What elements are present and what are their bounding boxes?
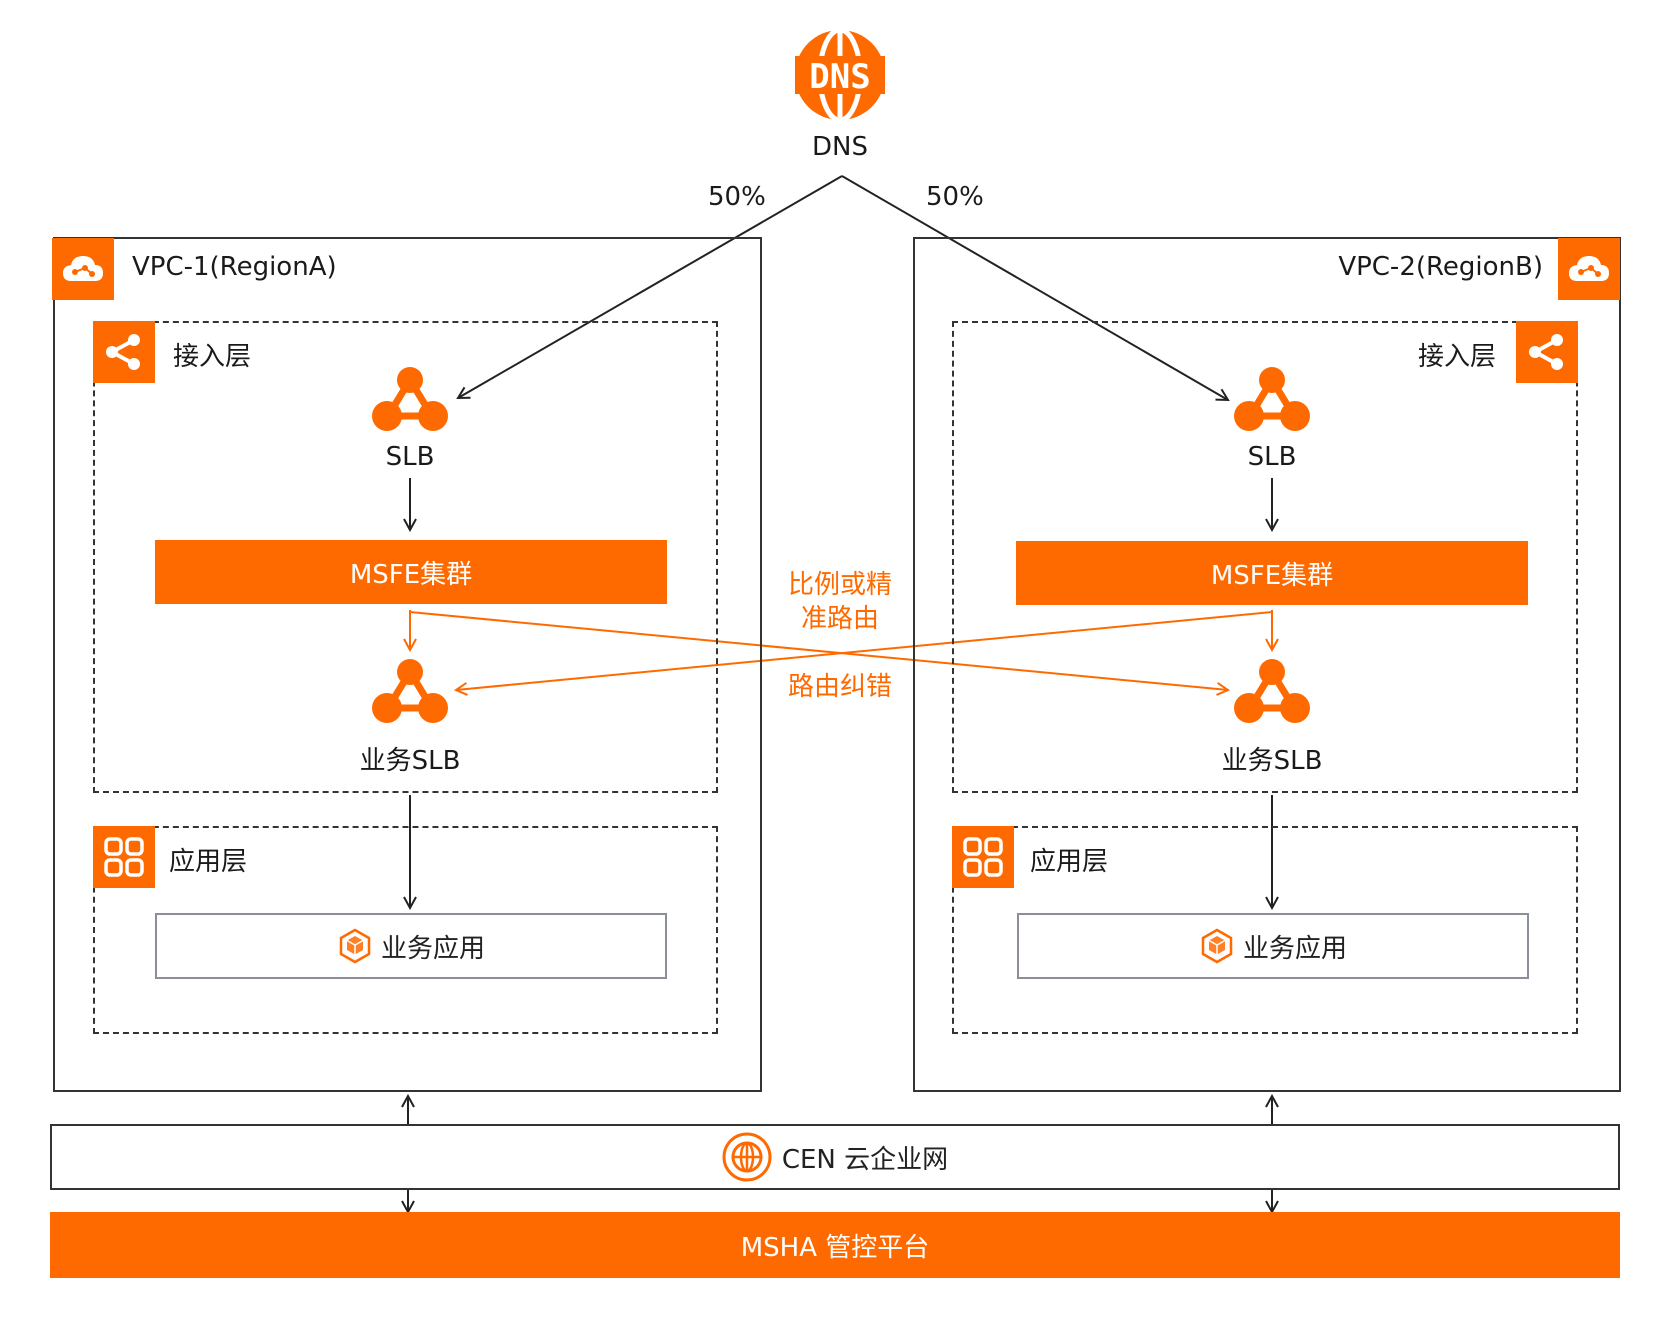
share-icon [1516,321,1578,383]
vpc-left-slb-label: SLB [385,442,435,472]
dns-split-left: 50% [708,182,766,212]
slb-icon [370,366,450,432]
vpc-right-biz-app: 业务应用 [1017,913,1529,979]
dns-split-right: 50% [926,182,984,212]
vpc-right-app-layer-label: 应用层 [1030,847,1109,877]
vpc-right-access-layer-label: 接入层 [1417,342,1496,372]
vpc-right-biz-app-label: 业务应用 [1242,933,1347,964]
share-icon [93,321,155,383]
vpc-right-title: VPC-2(RegionB) [1338,252,1543,282]
vpc-left-app-layer-label: 应用层 [169,847,248,877]
cloud-icon [52,238,114,300]
cube-icon [337,928,373,964]
vpc-left-biz-slb-label: 业务SLB [359,746,461,776]
vpc-left-biz-app-label: 业务应用 [380,933,485,964]
vpc-right-container [913,237,1621,1092]
route-ratio-line2: 准路由 [800,604,879,634]
vpc-left-msfe-cluster: MSFE集群 [155,540,667,604]
grid-icon [952,826,1014,888]
vpc-left-title: VPC-1(RegionA) [132,252,337,282]
cen-enterprise-network: CEN 云企业网 [50,1124,1620,1190]
vpc-left-access-layer-label: 接入层 [173,342,252,372]
msha-control-platform: MSHA 管控平台 [50,1212,1620,1278]
cube-icon [1199,928,1235,964]
route-correction-label: 路由纠错 [787,672,892,702]
vpc-left-biz-app: 业务应用 [155,913,667,979]
biz-slb-icon [1232,658,1312,724]
vpc-left-app-layer [93,826,718,1034]
slb-icon [1232,366,1312,432]
vpc-right-slb-label: SLB [1247,442,1297,472]
dns-globe-icon: DNS [793,27,887,123]
vpc-left-container [53,237,762,1092]
route-ratio-line1: 比例或精 [787,570,892,600]
vpc-right-biz-slb-label: 业务SLB [1221,746,1323,776]
globe-icon [722,1132,772,1182]
cloud-icon [1558,238,1620,300]
vpc-left-access-layer [93,321,718,793]
vpc-right-msfe-cluster: MSFE集群 [1016,541,1528,605]
svg-text:DNS: DNS [809,57,870,97]
dns-label: DNS [812,132,868,162]
biz-slb-icon [370,658,450,724]
vpc-right-app-layer [952,826,1578,1034]
cen-label: CEN 云企业网 [781,1144,949,1175]
grid-icon [93,826,155,888]
vpc-right-access-layer [952,321,1578,793]
